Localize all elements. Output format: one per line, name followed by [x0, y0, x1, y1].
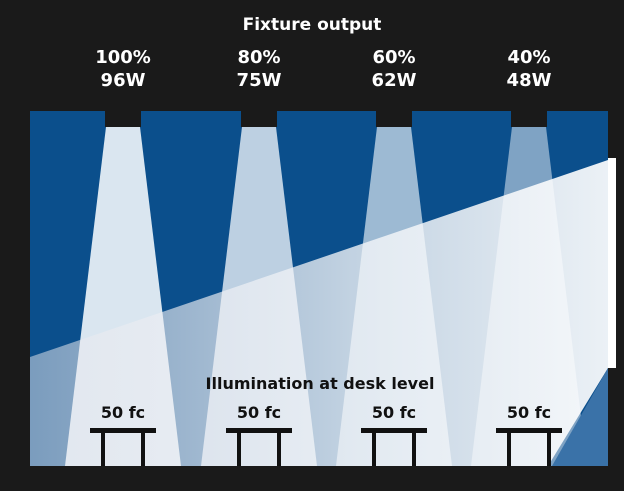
window-sill-shadow [552, 368, 608, 466]
daylight-wedge [30, 160, 608, 466]
title: Fixture output [243, 15, 382, 35]
light-fixture-1 [105, 111, 141, 127]
light-fixture-2 [241, 111, 277, 127]
desk-illumination-value: 50 fc [507, 403, 551, 422]
fixture-percent-label: 80% [237, 47, 280, 68]
desk-leg [372, 433, 376, 466]
desk-leg [507, 433, 511, 466]
desk-leg [547, 433, 551, 466]
desk-level-label: Illumination at desk level [206, 374, 435, 393]
fixture-watts-label: 75W [237, 70, 282, 91]
desk-top [496, 428, 562, 433]
floor [0, 466, 624, 491]
desk-top [90, 428, 156, 433]
fixture-percent-label: 100% [95, 47, 151, 68]
desk-illumination-value: 50 fc [237, 403, 281, 422]
fixture-watts-label: 48W [507, 70, 552, 91]
fixture-watts-label: 62W [372, 70, 417, 91]
fixture-percent-label: 60% [372, 47, 415, 68]
desk-top [226, 428, 292, 433]
window [608, 158, 616, 368]
fixture-labels: 100%96W 80%75W 60%62W 40%48W [95, 47, 551, 91]
light-fixture-3 [376, 111, 412, 127]
desk-top [361, 428, 427, 433]
desk-leg [237, 433, 241, 466]
desk-leg [412, 433, 416, 466]
fixture-watts-label: 96W [101, 70, 146, 91]
desk-leg [101, 433, 105, 466]
desks: 50 fc 50 fc 50 fc 50 fc [90, 403, 562, 466]
fixture-percent-label: 40% [507, 47, 550, 68]
desk-illumination-value: 50 fc [101, 403, 145, 422]
desk-illumination-value: 50 fc [372, 403, 416, 422]
desk-leg [141, 433, 145, 466]
desk-leg [277, 433, 281, 466]
light-fixture-4 [511, 111, 547, 127]
